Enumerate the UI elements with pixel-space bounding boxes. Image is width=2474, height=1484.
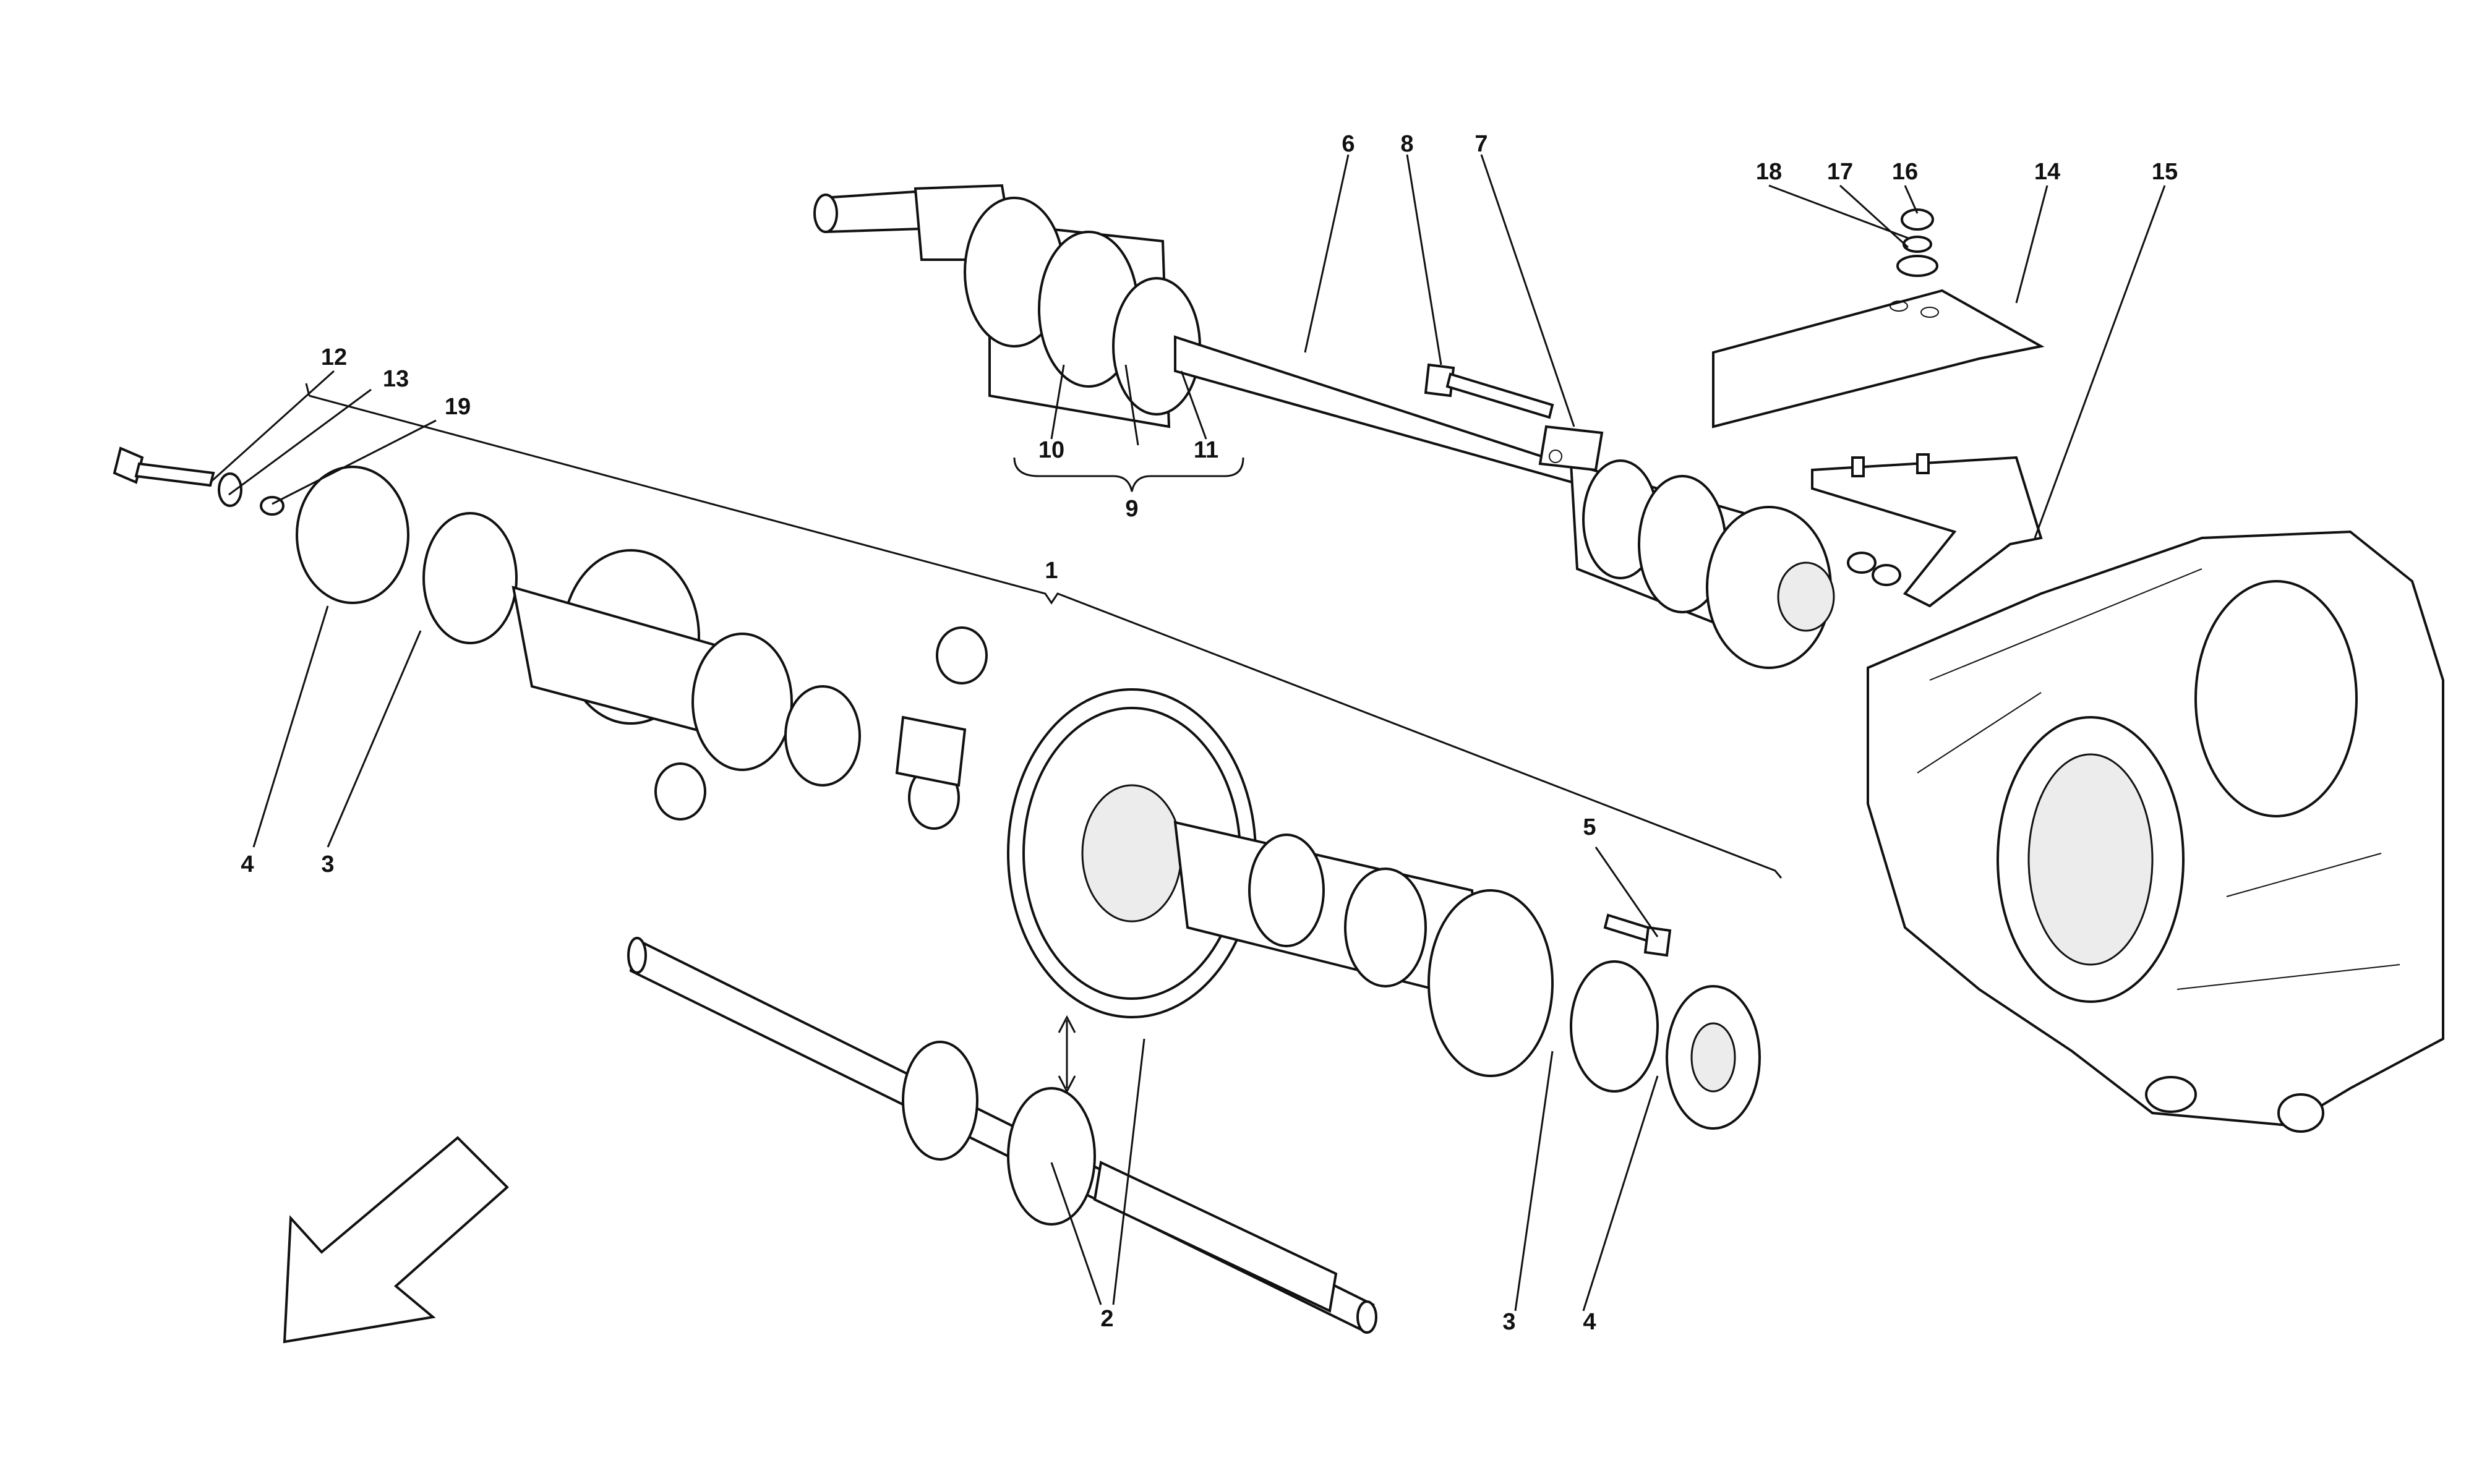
callout-4-left: 4 xyxy=(241,851,254,877)
callout-14: 14 xyxy=(2034,159,2060,185)
callout-18: 18 xyxy=(1756,159,1782,185)
callout-1: 1 xyxy=(1045,558,1058,584)
callout-5: 5 xyxy=(1583,814,1596,840)
heat-shield xyxy=(1712,289,2045,429)
gearbox-housing xyxy=(1867,530,2444,1133)
double-arrow-icon xyxy=(1058,1015,1076,1094)
callout-17: 17 xyxy=(1827,159,1853,185)
callout-4-right: 4 xyxy=(1583,1309,1596,1335)
callout-19: 19 xyxy=(445,394,471,420)
callout-3-left: 3 xyxy=(321,851,334,877)
nut-washer-stack xyxy=(1847,208,1938,586)
callout-10: 10 xyxy=(1038,437,1064,463)
callout-12: 12 xyxy=(321,344,347,370)
callout-15: 15 xyxy=(2152,159,2178,185)
arrow-down-left-icon xyxy=(283,1136,509,1344)
callout-13: 13 xyxy=(383,366,409,392)
drive-shaft xyxy=(813,184,1835,669)
bolt-and-bracket xyxy=(1424,363,1604,472)
callout-3-right: 3 xyxy=(1502,1309,1515,1335)
leader-lines xyxy=(209,154,2166,1311)
differential-left-assembly xyxy=(113,446,988,830)
callout-9: 9 xyxy=(1125,496,1138,522)
main-shaft xyxy=(627,937,1377,1334)
callout-6: 6 xyxy=(1342,131,1355,157)
callout-11: 11 xyxy=(1194,437,1218,463)
support-bracket xyxy=(1811,453,2043,608)
callout-8: 8 xyxy=(1400,131,1413,157)
callout-7: 7 xyxy=(1475,131,1487,157)
group-brace-9 xyxy=(1013,457,1244,492)
ring-gear xyxy=(1007,688,1257,1018)
callout-16: 16 xyxy=(1892,159,1918,185)
callout-2: 2 xyxy=(1100,1306,1113,1332)
differential-right-assembly xyxy=(1173,821,1761,1130)
